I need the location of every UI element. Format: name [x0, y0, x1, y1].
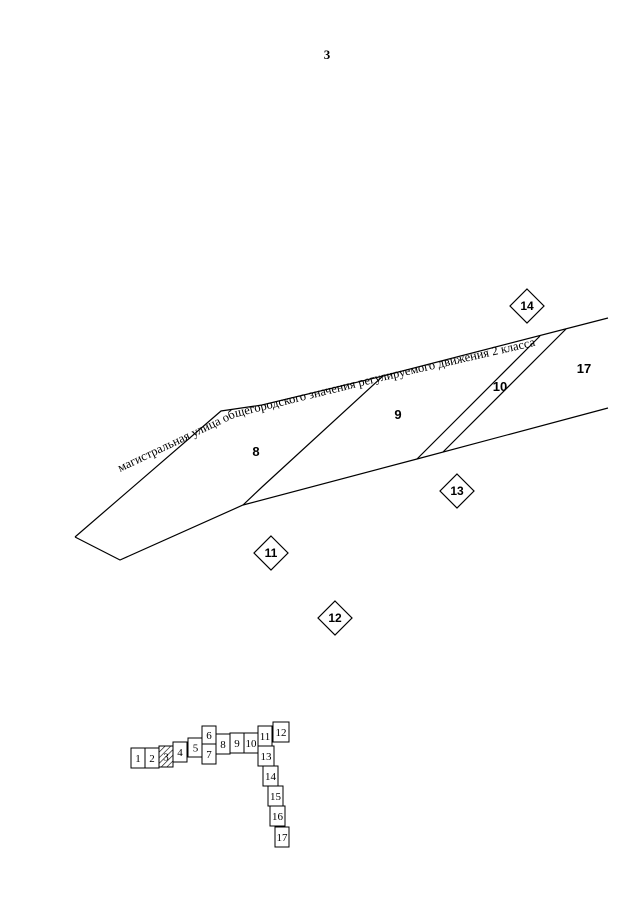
- marker-13-label: 13: [450, 484, 464, 498]
- index-cell-4: [172, 741, 188, 763]
- index-cell-label: 16: [272, 811, 284, 823]
- index-cell-label: 4: [177, 747, 183, 759]
- index-cell-label: 10: [246, 738, 258, 750]
- diamond-marker-icon: [439, 473, 475, 509]
- index-cell-label: 11: [260, 731, 271, 743]
- marker-12: 12: [317, 600, 353, 636]
- marker-11: 11: [253, 535, 289, 571]
- index-cell-label: 13: [261, 751, 273, 763]
- street-label: магистральная улица общегородского значе…: [115, 335, 536, 475]
- index-cell-label: 17: [277, 832, 289, 844]
- boundary-8-9: [242, 375, 384, 506]
- marker-13: 13: [439, 473, 475, 509]
- zone-17-label: 17: [577, 361, 591, 376]
- zone-10-label: 10: [493, 379, 507, 394]
- street-outline: [74, 317, 609, 561]
- diamond-marker-icon: [509, 288, 545, 324]
- zone-9-label: 9: [394, 407, 401, 422]
- zone-8-label: 8: [252, 444, 259, 459]
- marker-12-label: 12: [328, 611, 342, 625]
- diamond-marker-icon: [253, 535, 289, 571]
- page-number: 3: [324, 47, 331, 62]
- index-cell-label: 12: [276, 727, 287, 739]
- marker-14-label: 14: [520, 299, 534, 313]
- index-cell-label: 7: [206, 749, 212, 761]
- index-cell-label: 3: [163, 752, 169, 764]
- boundary-9-10: [416, 335, 541, 460]
- index-cell-12: [272, 721, 290, 743]
- street-label-path: магистральная улица общегородского значе…: [115, 335, 536, 475]
- diamond-marker-icon: [317, 600, 353, 636]
- index-cell-17: [274, 826, 290, 848]
- marker-11-label: 11: [265, 546, 278, 560]
- index-cell-label: 8: [220, 739, 226, 751]
- index-cell-label: 14: [265, 771, 277, 783]
- marker-14: 14: [509, 288, 545, 324]
- index-cell-label: 1: [135, 753, 141, 765]
- street-strip: [74, 317, 609, 561]
- index-cell-label: 6: [206, 730, 212, 742]
- index-cell-label: 15: [270, 791, 282, 803]
- index-cell-label: 2: [149, 753, 155, 765]
- index-cell-16: [269, 805, 286, 827]
- boundary-10-17: [442, 328, 567, 453]
- index-cell-label: 9: [234, 738, 240, 750]
- index-cell-label: 5: [193, 743, 199, 755]
